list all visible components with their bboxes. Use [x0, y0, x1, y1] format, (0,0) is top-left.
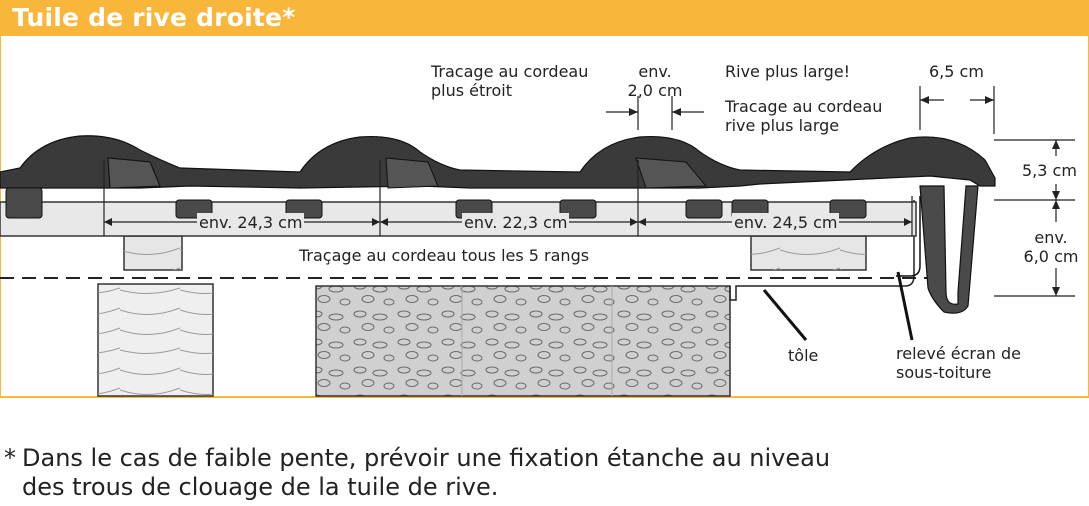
- label-releve: relevé écran de sous-toiture: [896, 344, 1021, 382]
- underlay-screen: [896, 196, 921, 277]
- label-tracage-large: Tracage au cordeau rive plus large: [725, 97, 882, 135]
- header-bar: Tuile de rive droite*: [0, 0, 1089, 36]
- label-6-5cm: 6,5 cm: [929, 62, 984, 81]
- footnote-line-2: des trous de clouage de la tuile de rive…: [22, 473, 499, 501]
- label-line: plus étroit: [431, 81, 513, 100]
- label-line: Tracage au cordeau: [431, 62, 589, 81]
- label-line: 6,0 cm: [1023, 247, 1079, 266]
- releve-leader: [896, 271, 914, 341]
- tile-row: [0, 135, 996, 189]
- label-env-22-3: env. 22,3 cm: [462, 213, 570, 232]
- footnote: *Dans le cas de faible pente, prévoir un…: [4, 444, 830, 502]
- edge-tile-skirt: [919, 185, 979, 314]
- dim-2cm: [606, 96, 704, 130]
- label-env-2cm: env. 2,0 cm: [622, 62, 688, 100]
- footnote-star: *: [4, 444, 16, 472]
- masonry-block: [315, 285, 731, 397]
- metal-sheet: [729, 200, 915, 301]
- label-line: Tracage au cordeau: [725, 97, 883, 116]
- page-title: Tuile de rive droite*: [12, 3, 296, 32]
- label-env-6cm: env. 6,0 cm: [1018, 228, 1084, 266]
- footnote-line-1: Dans le cas de faible pente, prévoir une…: [22, 444, 831, 472]
- label-env-24-3: env. 24,3 cm: [197, 213, 305, 232]
- roof-edge-diagram: [0, 86, 1075, 397]
- label-tole: tôle: [788, 346, 819, 365]
- label-5-3cm: 5,3 cm: [1022, 161, 1077, 180]
- span-arrows: [104, 218, 912, 226]
- label-rive-plus-large: Rive plus large!: [725, 62, 851, 81]
- label-line: relevé écran de: [896, 344, 1022, 363]
- label-line: rive plus large: [725, 116, 840, 135]
- dim-6-5cm: [919, 86, 995, 134]
- label-tracage-etroit: Tracage au cordeau plus étroit: [431, 62, 588, 100]
- label-line: sous-toiture: [896, 363, 992, 382]
- label-env-24-5: env. 24,5 cm: [732, 213, 840, 232]
- label-line: env.: [638, 62, 672, 81]
- label-tracage-5-rangs: Traçage au cordeau tous les 5 rangs: [299, 246, 590, 265]
- label-line: 2,0 cm: [627, 81, 683, 100]
- label-line: env.: [1034, 228, 1068, 247]
- tole-leader: [762, 289, 808, 341]
